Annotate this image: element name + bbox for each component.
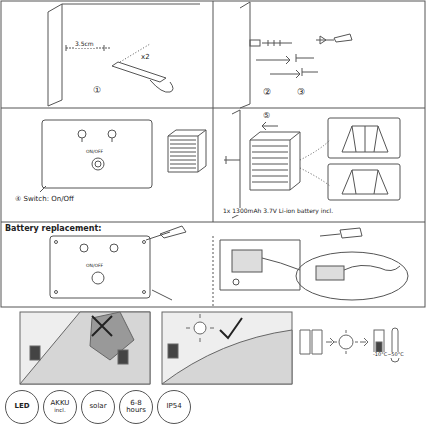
icon-text: incl.	[54, 408, 65, 414]
callout-label: Battery replacement:	[4, 225, 102, 234]
callout-label: x2	[140, 54, 151, 62]
feature-icon: IP54	[157, 390, 191, 424]
callout-label: ③	[296, 88, 306, 98]
feature-icon: 6-8 hours	[119, 390, 153, 424]
feature-icon: LED	[5, 390, 39, 424]
callout-label: ②	[262, 88, 272, 98]
callout-label: ON/OFF	[85, 264, 104, 269]
icon-text: solar	[89, 403, 106, 410]
icon-text: 6-8 hours	[123, 400, 149, 415]
callout-label: ⑤	[262, 112, 271, 121]
callout-label: ④ Switch: On/Off	[14, 196, 75, 204]
icon-text: AKKU	[51, 400, 70, 407]
callout-label: 3.5cm	[74, 41, 95, 48]
callout-label: -10°C~50°C	[372, 352, 405, 358]
feature-icon: solar	[81, 390, 115, 424]
feature-icon: AKKUincl.	[43, 390, 77, 424]
callout-label: 1x 1300mAh 3.7V Li-ion battery incl.	[222, 208, 334, 215]
icon-text: IP54	[166, 403, 181, 410]
icon-text: LED	[14, 403, 29, 410]
callout-label: ON/OFF	[85, 150, 104, 155]
callout-label: ①	[92, 86, 102, 96]
